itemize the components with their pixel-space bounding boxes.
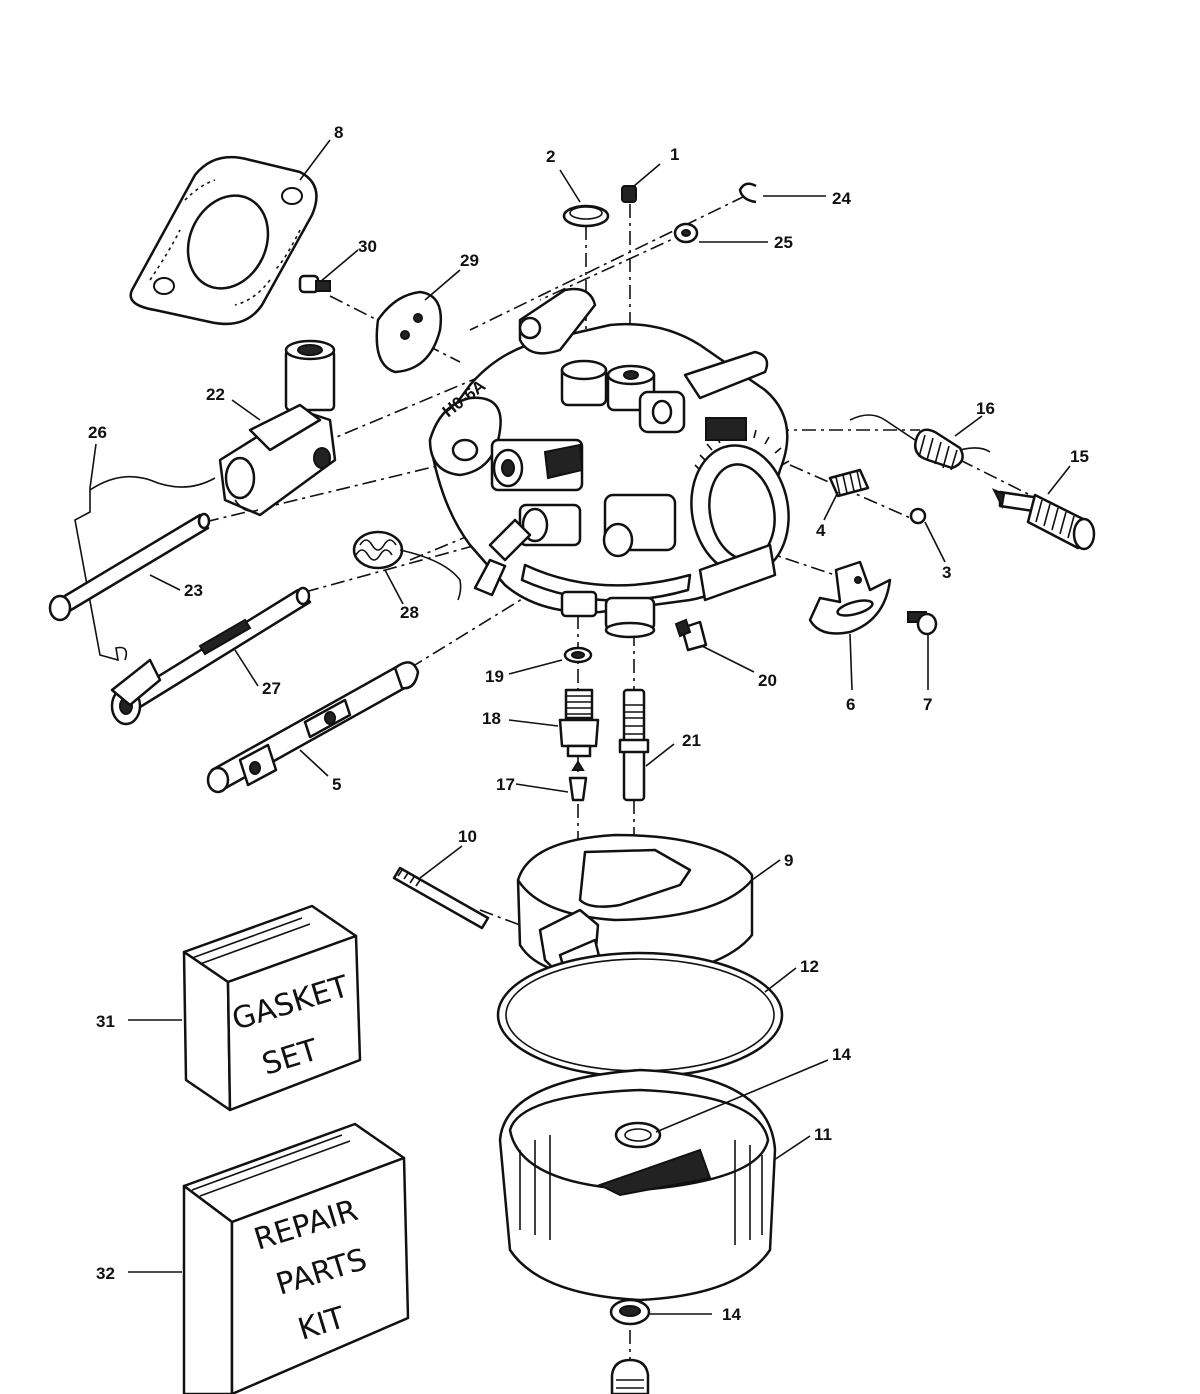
callout-25: 25 — [774, 233, 793, 252]
part-30-screw — [298, 274, 331, 294]
part-11-float-bowl — [498, 1068, 777, 1302]
part-29-choke-plate — [375, 290, 443, 374]
callout-30: 30 — [358, 237, 377, 256]
part-18-needle-seat — [558, 688, 600, 758]
callout-3: 3 — [942, 563, 951, 582]
callout-20: 20 — [758, 671, 777, 690]
part-20-drain-screw — [674, 618, 708, 652]
part-19-o-ring — [563, 646, 593, 664]
callout-8: 8 — [334, 123, 343, 142]
callout-14-lower: 14 — [722, 1305, 741, 1324]
part-17-inlet-needle — [568, 760, 588, 802]
part-9-float — [516, 833, 754, 980]
callout-24: 24 — [832, 189, 851, 208]
callout-16: 16 — [976, 399, 995, 418]
callout-14-upper: 14 — [832, 1045, 851, 1064]
callout-labels: 1 2 3 4 5 6 7 8 9 10 11 12 14 14 15 16 1… — [88, 123, 1089, 1324]
callout-12: 12 — [800, 957, 819, 976]
part-12-bowl-gasket — [496, 951, 784, 1079]
carburetor-body — [428, 287, 790, 639]
gasket-set-box — [182, 904, 362, 1112]
part-21-main-nozzle — [618, 688, 650, 802]
leader-lines — [89, 139, 1071, 1315]
callout-21: 21 — [682, 731, 701, 750]
callout-11: 11 — [814, 1125, 832, 1144]
part-4-idle-needle — [828, 468, 870, 498]
part-26-choke-wire — [74, 475, 216, 662]
callout-1: 1 — [670, 145, 679, 164]
part-15-mixture-needle — [991, 488, 1096, 551]
callout-18: 18 — [482, 709, 501, 728]
callout-10: 10 — [458, 827, 477, 846]
part-27-throttle-shaft — [110, 586, 312, 726]
callout-27: 27 — [262, 679, 281, 698]
callout-17: 17 — [496, 775, 515, 794]
part-23-choke-shaft — [48, 512, 211, 622]
callout-4: 4 — [816, 521, 826, 540]
callout-5: 5 — [332, 775, 341, 794]
part-1-plug — [621, 185, 637, 203]
part-6-bracket — [808, 560, 892, 635]
callout-29: 29 — [460, 251, 479, 270]
callout-22: 22 — [206, 385, 225, 404]
part-24-e-ring — [738, 182, 757, 204]
callout-15: 15 — [1070, 447, 1089, 466]
callout-32: 32 — [96, 1264, 115, 1283]
part-bowl-nut — [610, 1358, 650, 1394]
part-16-spring — [849, 414, 991, 471]
part-25-washer — [673, 222, 699, 244]
callout-26: 26 — [88, 423, 107, 442]
part-5-shaft — [206, 661, 420, 794]
callout-7: 7 — [923, 695, 932, 714]
part-3-ball — [909, 507, 927, 525]
part-14-washer-lower — [609, 1298, 651, 1326]
callout-6: 6 — [846, 695, 855, 714]
part-28-throttle-spring — [352, 530, 462, 601]
part-10-float-pin — [392, 866, 490, 930]
mounting-gasket — [129, 155, 318, 326]
callout-31: 31 — [96, 1012, 115, 1031]
callout-2: 2 — [546, 147, 555, 166]
part-7-screw — [907, 611, 938, 636]
callout-19: 19 — [485, 667, 504, 686]
repair-kit-box — [182, 1122, 410, 1394]
callout-9: 9 — [784, 851, 793, 870]
callout-23: 23 — [184, 581, 203, 600]
callout-28: 28 — [400, 603, 419, 622]
part-22-choke-lever — [218, 339, 337, 517]
part-2-welch-plug — [562, 204, 610, 228]
